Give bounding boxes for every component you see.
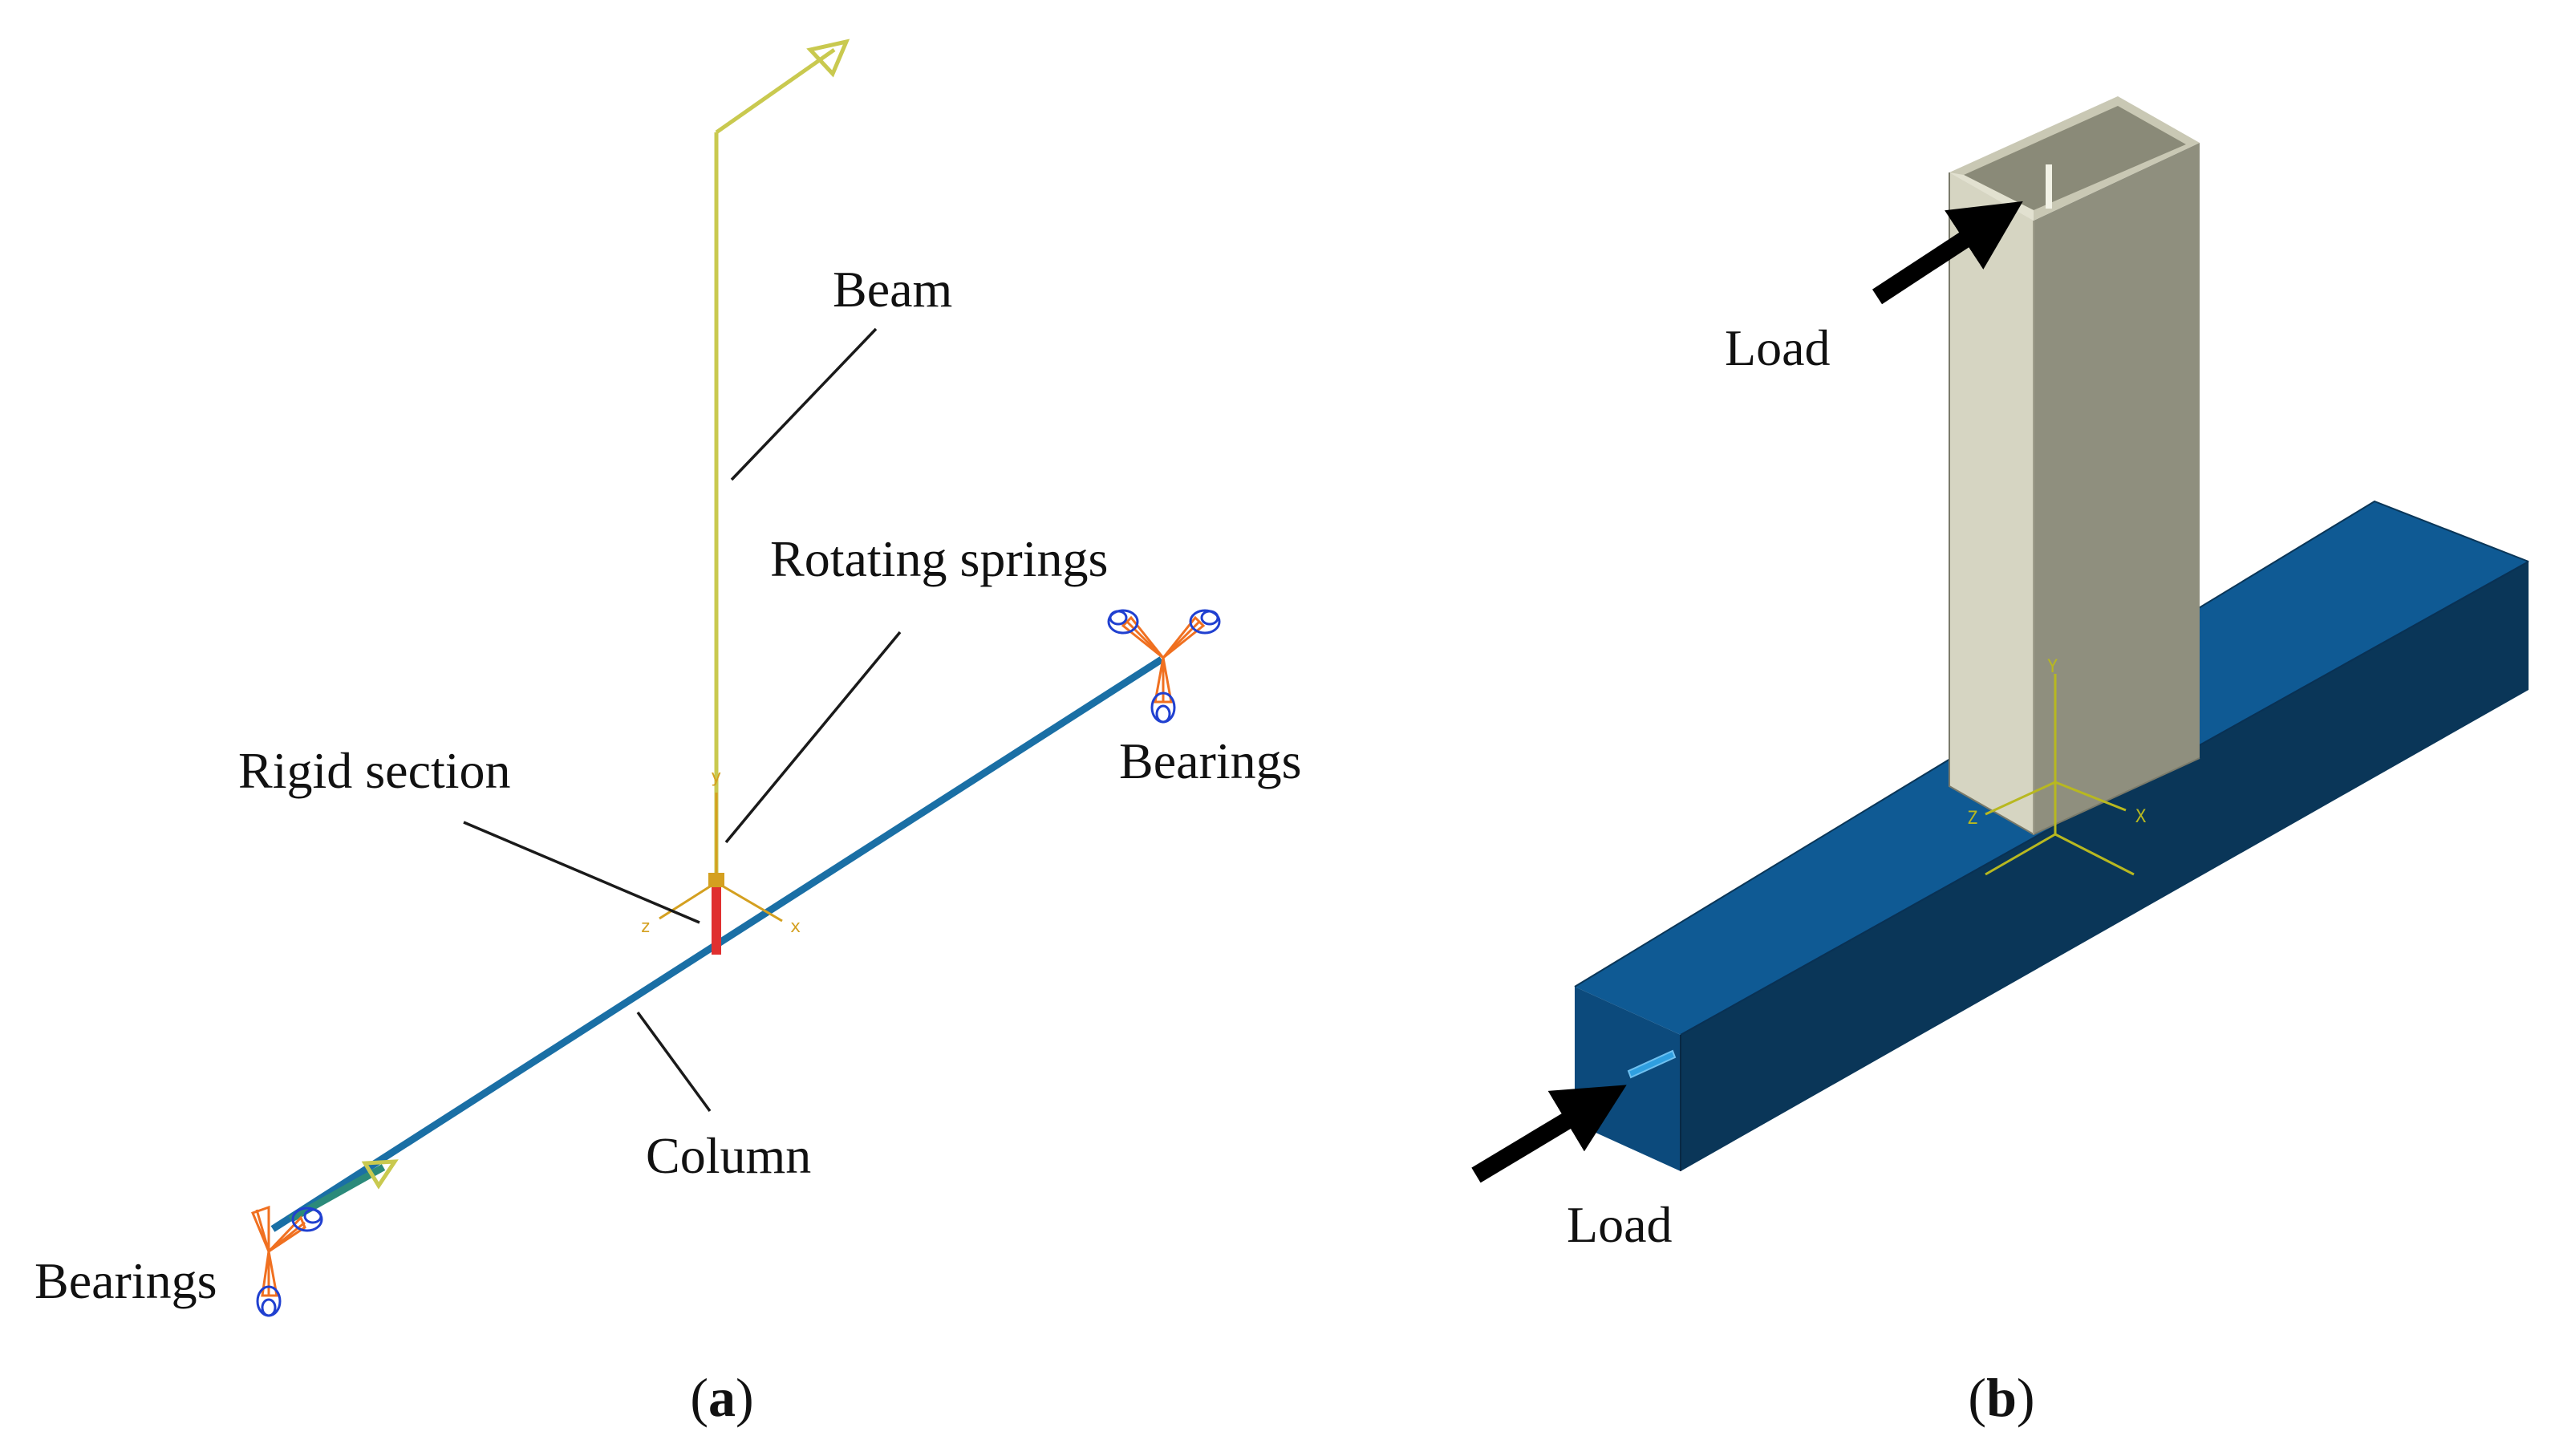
axis-z-label-a: z — [640, 917, 651, 937]
label-beam: Beam — [833, 261, 952, 318]
beam-solid — [1949, 96, 2200, 836]
bearing-symbol-top — [1107, 609, 1221, 724]
leader-rigid-section — [463, 821, 700, 924]
caption-a: (a) — [690, 1367, 753, 1428]
panel-a: y x z — [34, 39, 1302, 1428]
leader-rotating-springs — [724, 631, 902, 844]
label-load-top: Load — [1725, 319, 1831, 376]
caption-b: (b) — [1968, 1367, 2034, 1428]
load-arrow-top — [1872, 201, 2023, 305]
bearing-symbol-bottom — [251, 1205, 323, 1317]
axis-y-label-a: y — [711, 767, 721, 787]
axis-z-label-b: Z — [1967, 809, 1977, 829]
beam-element — [714, 39, 850, 884]
label-bearings-bottom: Bearings — [34, 1252, 217, 1309]
label-column: Column — [646, 1127, 811, 1184]
label-rotating-springs: Rotating springs — [770, 530, 1108, 587]
axis-triad-a — [659, 793, 783, 923]
label-load-bottom: Load — [1567, 1196, 1673, 1253]
panel-b: Y X Z Load Load (b) — [1471, 96, 2529, 1428]
axis-x-label-a: x — [790, 917, 801, 937]
label-rigid-section: Rigid section — [238, 742, 511, 799]
leader-column — [636, 1011, 712, 1113]
load-arrow-bottom — [1471, 1085, 1627, 1183]
axis-y-label-b: Y — [2047, 657, 2058, 677]
label-bearings-top: Bearings — [1119, 732, 1302, 789]
axis-triad-b-upper — [1985, 674, 2135, 876]
leader-beam — [730, 327, 878, 481]
axis-x-label-b: X — [2135, 807, 2147, 827]
